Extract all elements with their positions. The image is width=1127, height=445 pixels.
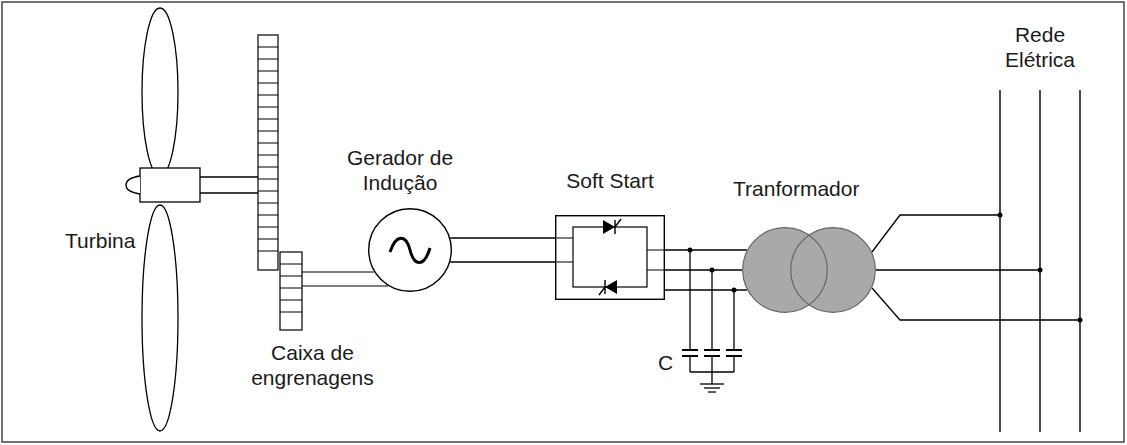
transformer-symbol [742, 227, 876, 313]
wire-connector [665, 250, 747, 290]
wire-line [450, 237, 555, 238]
capacitor-bank [682, 248, 742, 393]
soft-start-box [555, 215, 665, 300]
node-text-group: Rede Elétrica [990, 22, 1090, 72]
generator-node: Gerador de Indução [320, 145, 480, 292]
node-label: Soft Start [530, 168, 690, 193]
node-text-group: Soft Start [530, 168, 690, 193]
grid-bus-lines [990, 90, 1090, 432]
wire-line [872, 288, 1080, 320]
node-label: Rede Elétrica [990, 22, 1090, 72]
turbine-label: Turbina [65, 228, 155, 253]
wire-line [872, 215, 1000, 252]
grid-node: Rede Elétrica [990, 22, 1090, 432]
node-text-group: Gerador de Indução [320, 145, 480, 195]
wire-connector [450, 238, 555, 262]
gearbox-label: Caixa de engrenagens [245, 340, 380, 390]
wire-connector [872, 213, 1083, 323]
turbine-drawing [126, 8, 258, 431]
wire-line [665, 269, 742, 270]
wire-line [876, 269, 1040, 270]
node-label: Tranformador [733, 176, 893, 201]
soft-start-node: Soft Start [530, 168, 690, 300]
wire-line [665, 289, 747, 290]
transformer-node: Tranformador [733, 176, 893, 313]
node-label: Gerador de Indução [320, 145, 480, 195]
wire-line [450, 261, 555, 262]
generator-circle [368, 208, 452, 292]
node-text-group: Tranformador [733, 176, 893, 201]
wire-line [665, 249, 747, 250]
capacitor-label: C [658, 350, 678, 375]
